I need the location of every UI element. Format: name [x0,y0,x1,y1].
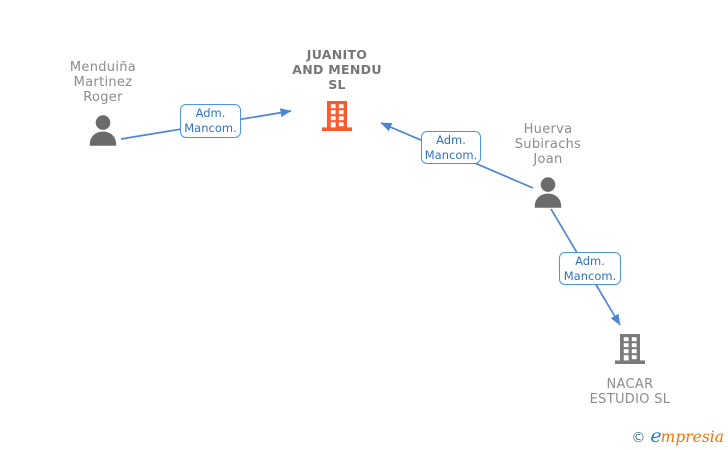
company-building-icon [613,333,647,369]
empresia-wordmark: empresia [650,425,724,447]
copyright-symbol: © [631,430,646,446]
person-icon [85,113,121,153]
company-name-label: JUANITO AND MENDU SL [292,47,382,92]
edge-label-adm-mancom: Adm. Mancom. [180,104,241,138]
edge-label-adm-mancom: Adm. Mancom. [421,131,481,164]
person-name-label: Menduiña Martinez Roger [69,60,137,105]
company-building-icon [320,100,354,136]
node-person-huerva-subirachs-joan[interactable]: Huerva Subirachs Joan [498,122,598,215]
person-name-label: Huerva Subirachs Joan [514,122,582,167]
empresia-logo[interactable]: © empresia [631,425,724,447]
person-icon [530,175,566,215]
node-person-menduina-martinez-roger[interactable]: Menduiña Martinez Roger [53,60,153,153]
edge-label-adm-mancom: Adm. Mancom. [559,252,621,285]
company-name-label: NACAR ESTUDIO SL [589,377,671,407]
node-company-nacar-estudio-sl[interactable]: NACAR ESTUDIO SL [580,333,680,407]
node-company-juanito-and-mendu-sl[interactable]: JUANITO AND MENDU SL [287,47,387,136]
